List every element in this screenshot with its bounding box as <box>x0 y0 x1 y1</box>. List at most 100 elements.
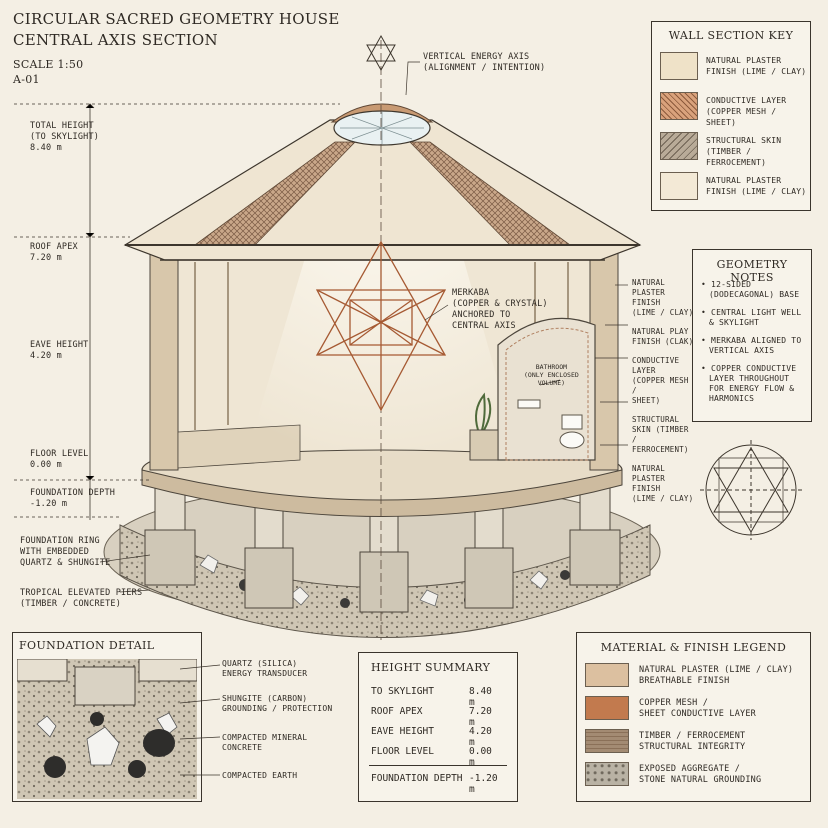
label-merkaba: MERKABA (COPPER & CRYSTAL) ANCHORED TO C… <box>452 288 548 332</box>
plan-symbol <box>700 440 802 540</box>
key-item-4: NATURAL PLASTER FINISH (LIME / CLAY) <box>706 175 806 197</box>
label-piers: TROPICAL ELEVATED PIERS (TIMBER / CONCRE… <box>20 588 142 610</box>
label-bathroom: BATHROOM (ONLY ENCLOSED VOLUME) <box>524 363 579 387</box>
label-text: TOTAL HEIGHT <box>30 121 94 131</box>
wall-section-key: WALL SECTION KEY NATURAL PLASTER FINISH … <box>651 21 811 211</box>
label-text: NATURAL PLAY <box>632 327 689 336</box>
callout-play-finish: NATURAL PLAY FINISH (CLAK) <box>632 327 694 347</box>
label-eave-height: EAVE HEIGHT 4.20 m <box>30 340 89 362</box>
fd-label-concrete: COMPACTED MINERAL CONCRETE <box>222 733 307 753</box>
key-item-2: CONDUCTIVE LAYER (COPPER MESH / SHEET) <box>706 95 810 128</box>
label-text: FINISH (CLAK) <box>632 337 694 346</box>
swatch-conductive-layer <box>660 92 698 120</box>
label-text: GROUNDING / PROTECTION <box>222 704 333 713</box>
label-text: FOUNDATION RING <box>20 536 100 546</box>
swatch-natural-plaster <box>585 663 629 687</box>
roof <box>123 119 642 261</box>
label-text: COPPER CONDUCTIVE <box>711 364 797 373</box>
label-text: MERKABA ALIGNED TO <box>711 336 802 345</box>
label-text: PLASTER FINISH <box>632 474 666 493</box>
foundation-detail-drawing <box>17 659 197 799</box>
label-text: NATURAL PLASTER <box>706 176 782 185</box>
label-text: PLASTER FINISH <box>632 288 666 307</box>
swatch-aggregate <box>585 762 629 786</box>
label-text: HARMONICS <box>709 394 755 403</box>
label-text: SHEET) <box>632 396 661 405</box>
label-text: QUARTZ & SHUNGITE <box>20 558 111 568</box>
label-text: MERKABA <box>452 288 490 298</box>
label-total-height: TOTAL HEIGHT (TO SKYLIGHT) 8.40 m <box>30 121 99 154</box>
label-text: CENTRAL LIGHT WELL <box>711 308 802 317</box>
label-text: WITH EMBEDDED <box>20 547 90 557</box>
label-text: VERTICAL AXIS <box>709 346 775 355</box>
swatch-plaster-finish <box>660 52 698 80</box>
piers <box>144 479 621 613</box>
height-summary: HEIGHT SUMMARY TO SKYLIGHT 8.40 m ROOF A… <box>358 652 518 802</box>
label-value: 7.20 m <box>30 253 62 263</box>
label-text: FINISH (LIME / CLAY) <box>706 67 807 76</box>
bullet: • <box>701 308 712 317</box>
star-symbol <box>366 34 396 72</box>
geometry-notes-title: GEOMETRY NOTES <box>716 258 788 284</box>
label-text: CENTRAL AXIS <box>452 321 516 331</box>
fd-leaders <box>180 664 221 776</box>
fd-label-quartz: QUARTZ (SILICA) ENERGY TRANSDUCER <box>222 659 307 679</box>
bathroom-pod <box>469 317 596 461</box>
label-text: (TIMBER / FERROCEMENT) <box>706 147 767 167</box>
label-floor-level: FLOOR LEVEL 0.00 m <box>30 449 89 471</box>
label-text: STONE NATURAL GROUNDING <box>639 775 762 785</box>
label-text: ROOF APEX <box>30 242 78 252</box>
label-text: STRUCTURAL SKIN <box>706 136 782 145</box>
summary-row: EAVE HEIGHT 4.20 m <box>371 726 492 748</box>
label-text: FINISH (LIME / CLAY) <box>706 187 807 196</box>
callout-structural-skin: STRUCTURAL SKIN (TIMBER / FERROCEMENT) <box>632 415 694 455</box>
swatch-plaster-finish-2 <box>660 172 698 200</box>
label-text: & SKYLIGHT <box>709 318 760 327</box>
label-text: QUARTZ (SILICA) <box>222 659 298 668</box>
label-text: STRUCTURAL <box>632 415 680 424</box>
swatch-timber <box>585 729 629 753</box>
label-text: TROPICAL ELEVATED PIERS <box>20 588 143 598</box>
label-text: CONDUCTIVE LAYER <box>706 96 787 105</box>
legend-item-1: NATURAL PLASTER (LIME / CLAY) BREATHABLE… <box>639 665 793 687</box>
label-text: FERROCEMENT) <box>632 445 689 454</box>
merkaba <box>315 240 447 412</box>
label-text: SHEET CONDUCTIVE LAYER <box>639 709 756 719</box>
callout-plaster-outer: NATURAL PLASTER FINISH (LIME / CLAY) <box>632 278 694 318</box>
bullet: • <box>701 280 712 289</box>
callout-conductive-layer: CONDUCTIVE LAYER (COPPER MESH / SHEET) <box>632 356 694 406</box>
label-text: (COPPER & CRYSTAL) <box>452 299 548 309</box>
leader-lines <box>99 61 628 593</box>
label-value: 8.40 m <box>30 143 62 153</box>
label-text: NATURAL PLASTER <box>706 56 782 65</box>
label-text: ANCHORED TO <box>452 310 511 320</box>
sheet-number: A-01 <box>13 73 40 86</box>
bullet: • <box>701 364 712 373</box>
row-label: FLOOR LEVEL <box>371 746 434 757</box>
swatch-structural-skin <box>660 132 698 160</box>
label-foundation-ring: FOUNDATION RING WITH EMBEDDED QUARTZ & S… <box>20 536 110 569</box>
note-4: • COPPER CONDUCTIVE LAYER THROUGHOUT FOR… <box>701 364 796 404</box>
label-text: SHUNGITE (CARBON) <box>222 694 308 703</box>
right-callouts: NATURAL PLASTER FINISH (LIME / CLAY) NAT… <box>632 278 694 504</box>
foundation-detail: FOUNDATION DETAIL <box>12 632 202 802</box>
row-value: 8.40 m <box>469 686 492 708</box>
foundation-detail-title: FOUNDATION DETAIL <box>19 639 155 652</box>
label-energy-axis: VERTICAL ENERGY AXIS (ALIGNMENT / INTENT… <box>423 52 545 74</box>
summary-row: ROOF APEX 7.20 m <box>371 706 492 728</box>
label-text: COMPACTED MINERAL <box>222 733 308 742</box>
row-label: FOUNDATION DEPTH <box>371 773 463 784</box>
label-text: LAYER THROUGHOUT <box>709 374 790 383</box>
label-text: SKIN (TIMBER / <box>632 425 689 444</box>
summary-divider <box>369 765 507 766</box>
label-roof-apex: ROOF APEX 7.20 m <box>30 242 78 264</box>
label-text: (COPPER MESH / <box>632 376 689 395</box>
label-text: (TO SKYLIGHT) <box>30 132 100 142</box>
label-value: -1.20 m <box>30 499 68 509</box>
row-value: 7.20 m <box>469 706 492 728</box>
label-text: (ONLY ENCLOSED <box>524 371 579 379</box>
height-dimensions <box>14 103 340 520</box>
label-text: ENERGY TRANSDUCER <box>222 669 308 678</box>
label-text: 12-SIDED <box>711 280 752 289</box>
fd-label-shungite: SHUNGITE (CARBON) GROUNDING / PROTECTION <box>222 694 332 714</box>
